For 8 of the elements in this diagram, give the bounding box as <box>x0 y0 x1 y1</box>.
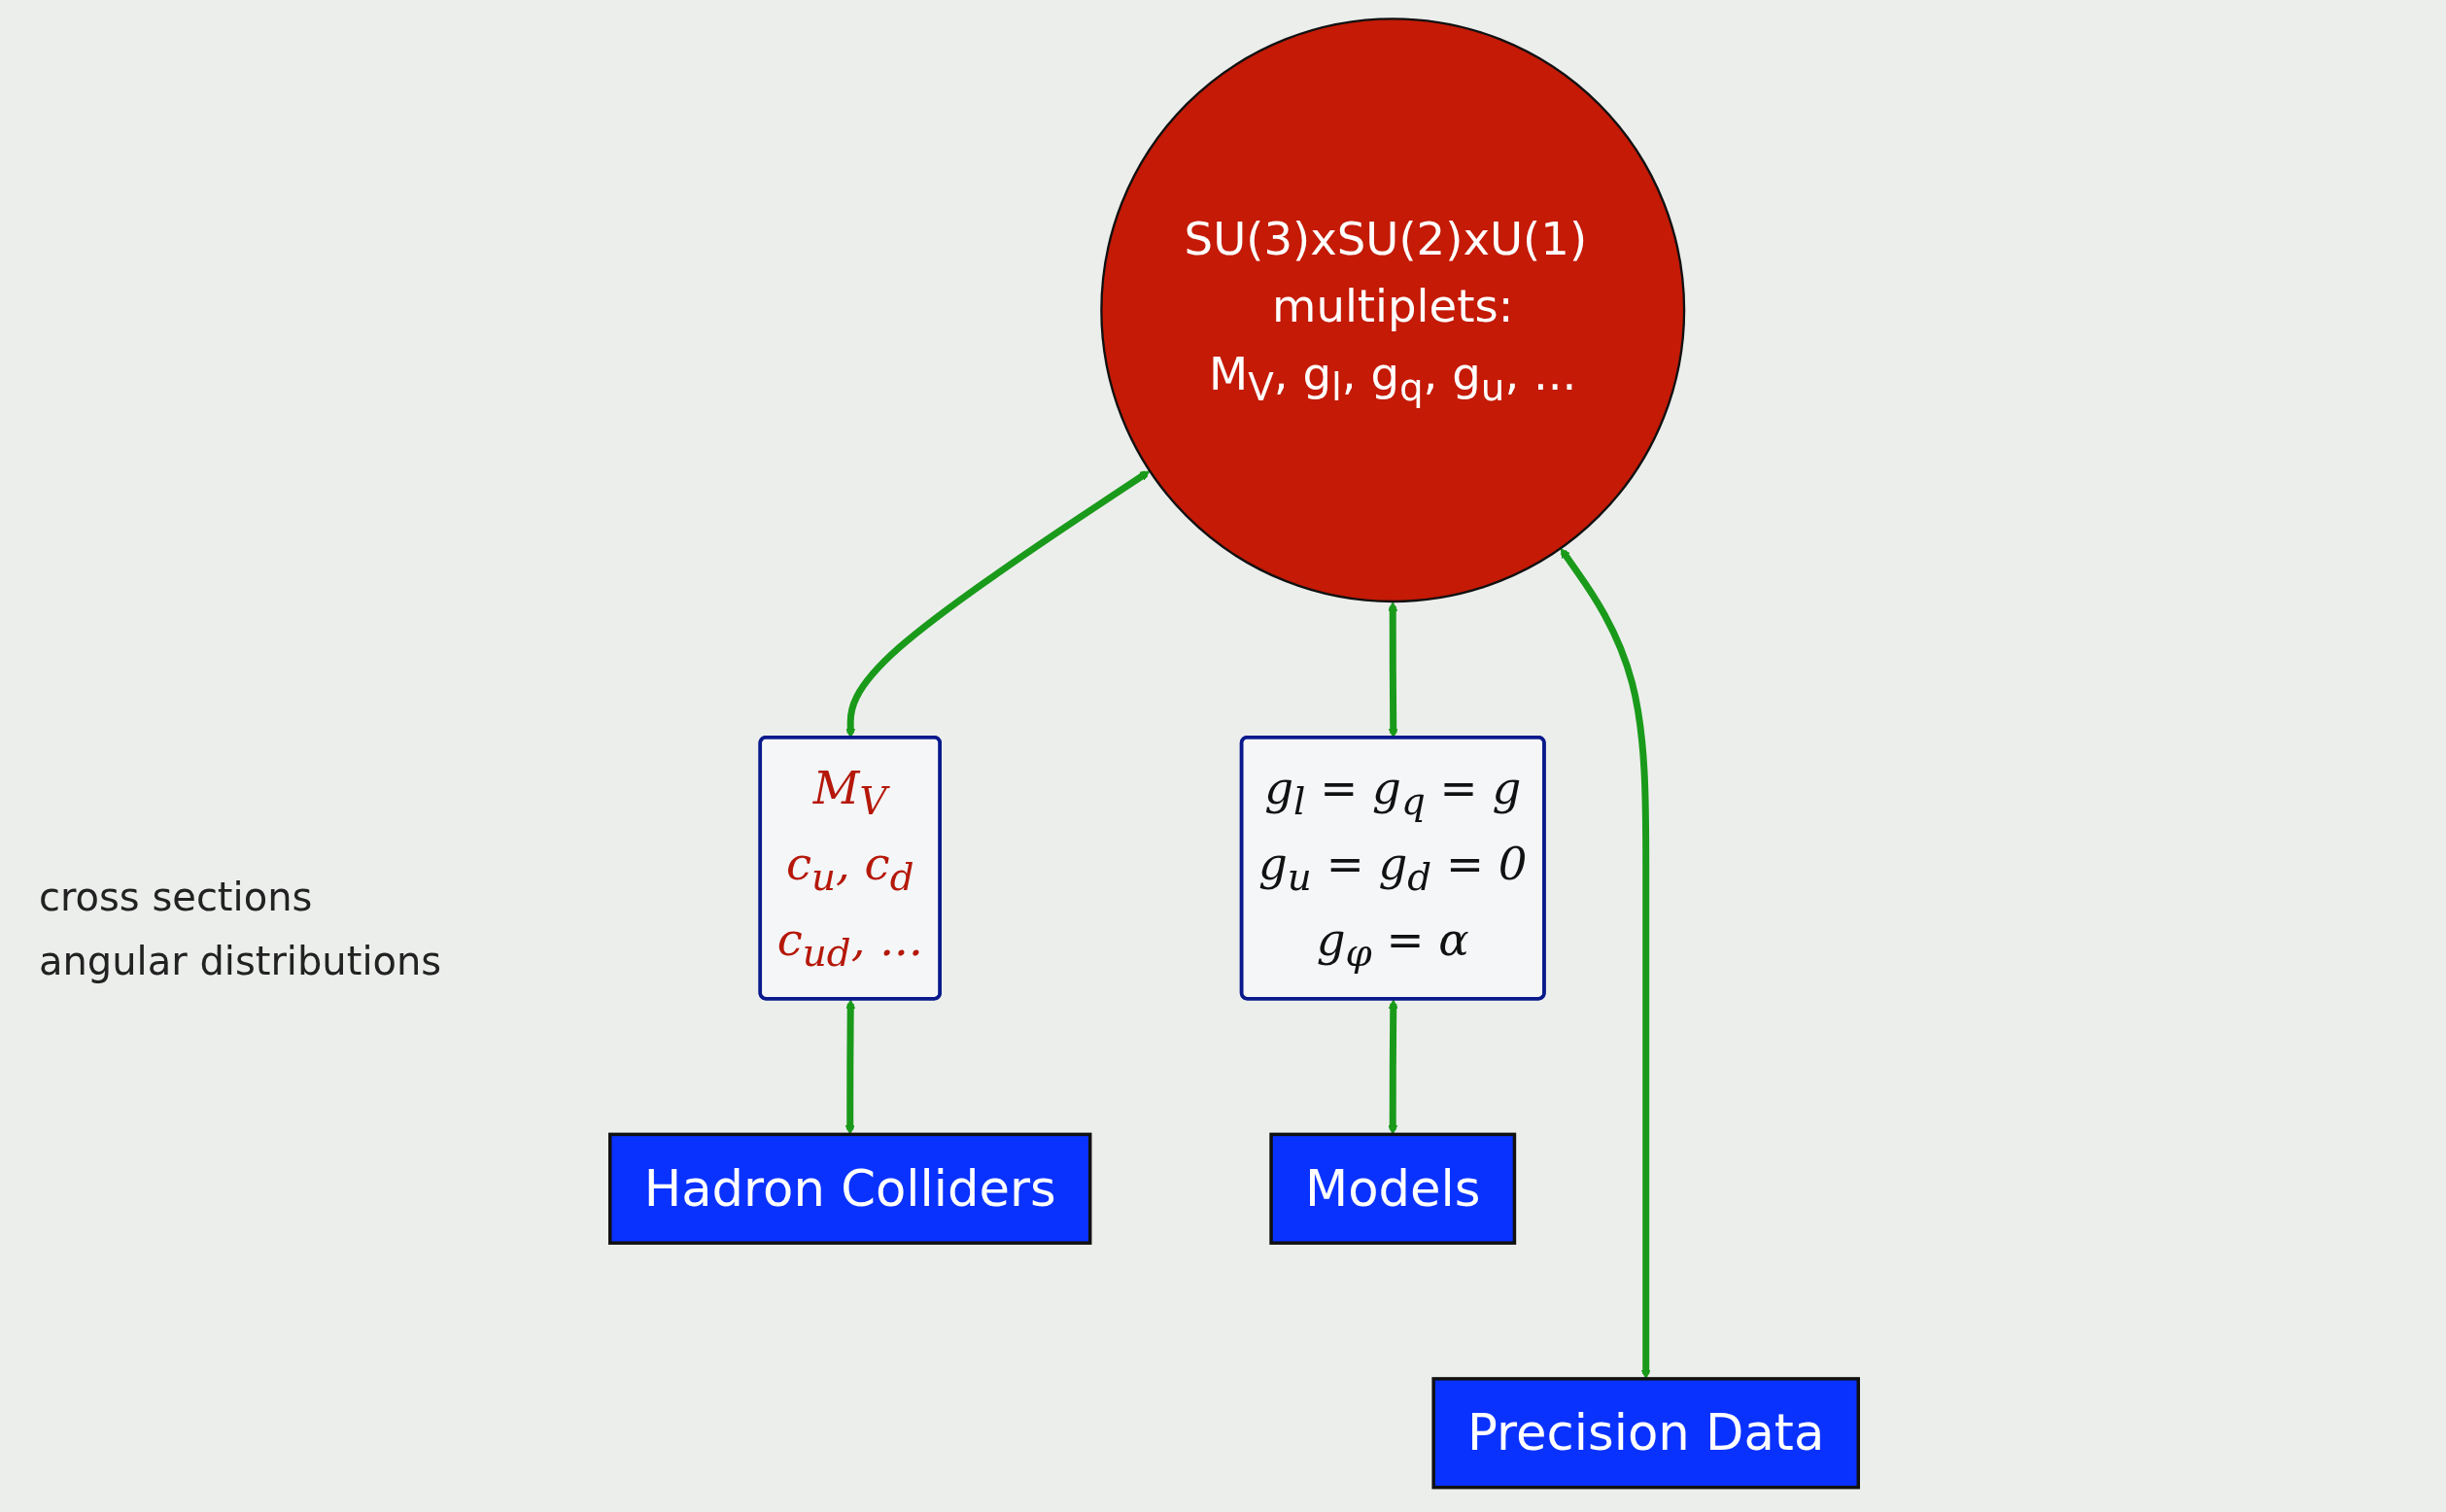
node-circle: SU(3)xSU(2)xU(1) multiplets: M$_{V}$, g$_{l}$, g$_{q}$, g$_{u}$, ... <box>1100 17 1686 603</box>
node-box: Models <box>1269 1132 1517 1245</box>
edge-note: cross sections <box>39 875 314 919</box>
node-box: Precision Data <box>1431 1377 1860 1490</box>
arrow <box>844 999 856 1135</box>
arrow <box>1388 999 1398 1135</box>
node-box: Hadron Colliders <box>608 1132 1092 1245</box>
edge-note: angular distributions <box>39 939 442 983</box>
